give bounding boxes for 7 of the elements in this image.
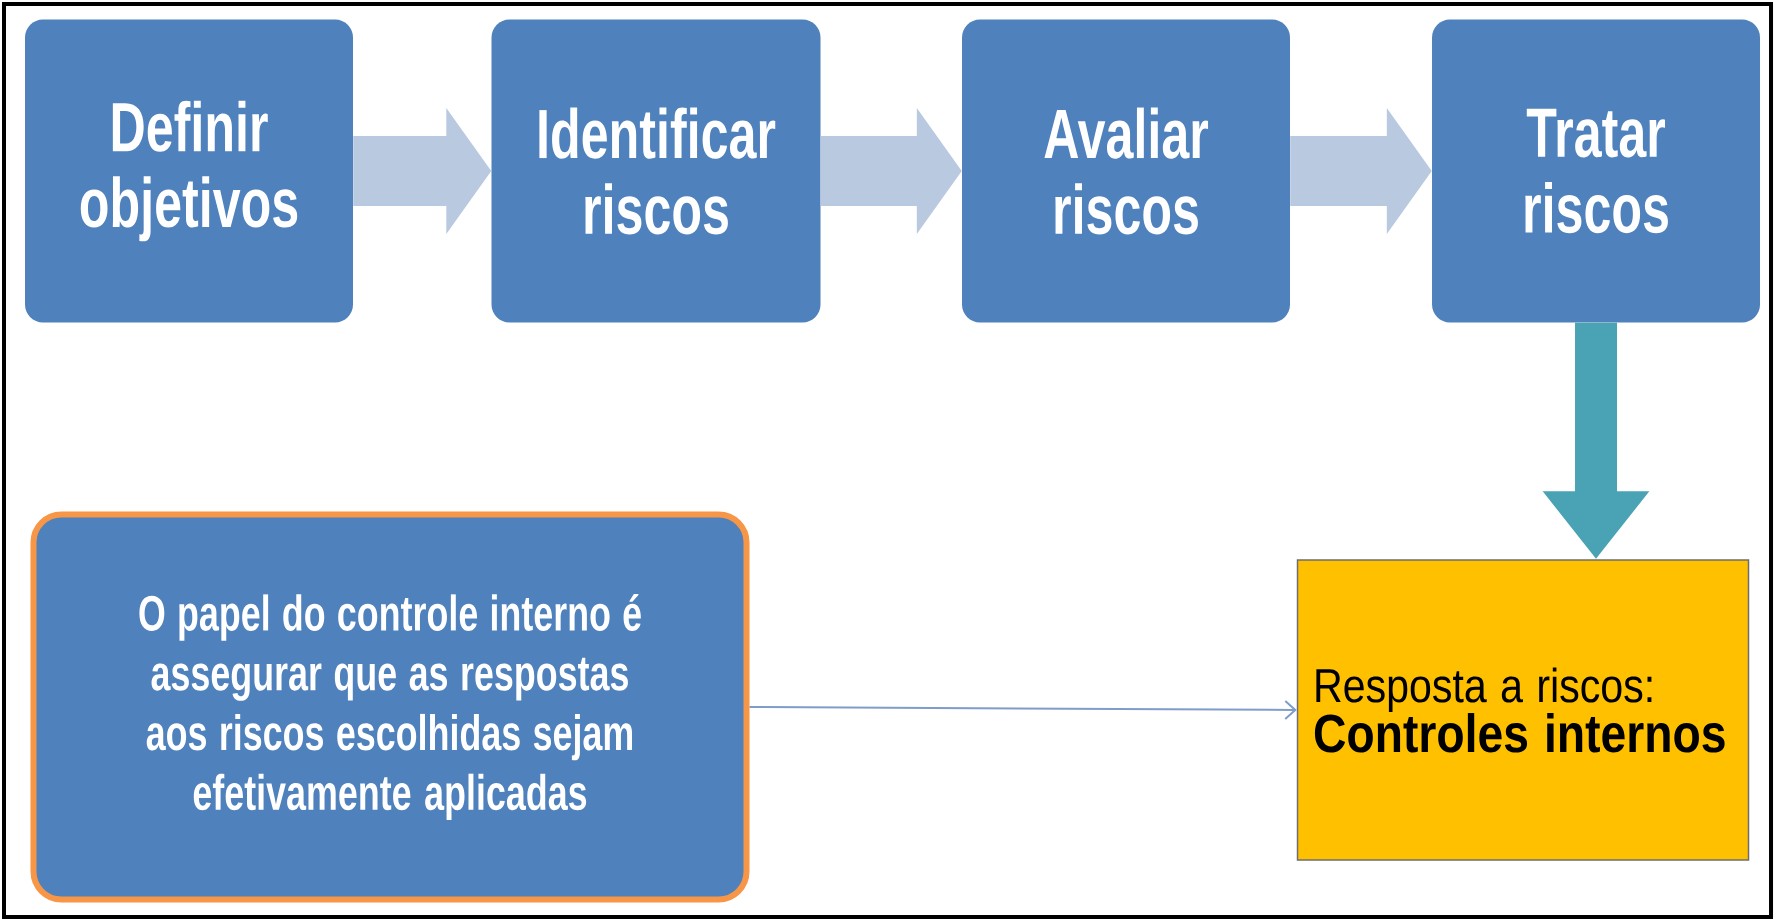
arrow xyxy=(748,699,1297,720)
response-box: Resposta a riscos: Controles internos xyxy=(1296,559,1750,861)
note-box: O papel do controle interno é assegurar que as respostas aos riscos escolhidas sejam efetivamente aplicadas xyxy=(30,511,750,903)
process-box: Avaliar riscos xyxy=(962,19,1290,323)
process-box: Identificar riscos xyxy=(491,19,821,323)
process-box: Tratar riscos xyxy=(1432,19,1760,323)
process-box: Definir objetivos xyxy=(25,19,353,323)
